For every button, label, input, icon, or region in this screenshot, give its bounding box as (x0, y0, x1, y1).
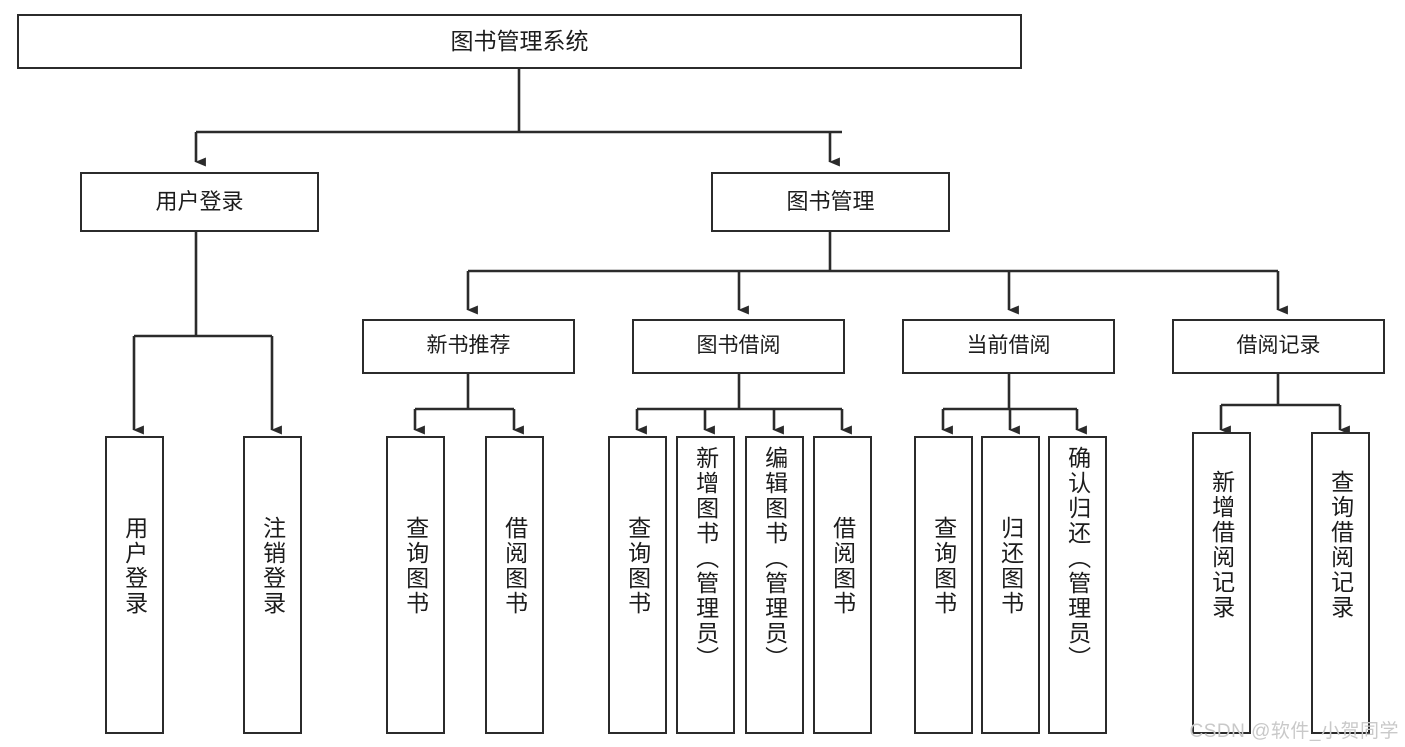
node-leaf-query-book-1[interactable]: 查询图书 (386, 436, 445, 734)
node-book-borrow-label: 图书借阅 (696, 334, 781, 358)
node-user-login[interactable]: 用户登录 (80, 172, 319, 232)
node-current-borrow-label: 当前借阅 (966, 334, 1051, 358)
node-book-management-label: 图书管理 (786, 189, 875, 215)
node-leaf-return-book[interactable]: 归还图书 (981, 436, 1040, 734)
node-leaf-user-login-label: 用户登录 (121, 516, 148, 616)
node-new-book-recommend[interactable]: 新书推荐 (362, 319, 575, 374)
node-leaf-query-book-3[interactable]: 查询图书 (914, 436, 973, 734)
node-leaf-query-book-2-label: 查询图书 (624, 516, 651, 616)
node-leaf-add-book-admin[interactable]: 新增图书（管理员） (676, 436, 735, 734)
node-leaf-add-borrow-record[interactable]: 新增借阅记录 (1192, 432, 1251, 734)
watermark: CSDN @软件_小贺同学 (1189, 721, 1399, 742)
node-borrow-record[interactable]: 借阅记录 (1172, 319, 1385, 374)
node-leaf-borrow-book-2-label: 借阅图书 (829, 516, 856, 616)
node-root-label: 图书管理系统 (450, 27, 589, 54)
node-current-borrow[interactable]: 当前借阅 (902, 319, 1115, 374)
node-borrow-record-label: 借阅记录 (1236, 334, 1321, 358)
node-leaf-logout-login-label: 注销登录 (259, 516, 286, 616)
node-leaf-query-borrow-record-label: 查询借阅记录 (1327, 470, 1354, 620)
node-leaf-confirm-return-admin-label: 确认归还（管理员） (1064, 446, 1091, 671)
node-leaf-confirm-return-admin[interactable]: 确认归还（管理员） (1048, 436, 1107, 734)
node-book-borrow[interactable]: 图书借阅 (632, 319, 845, 374)
node-leaf-query-borrow-record[interactable]: 查询借阅记录 (1311, 432, 1370, 734)
node-book-management[interactable]: 图书管理 (711, 172, 950, 232)
node-leaf-edit-book-admin[interactable]: 编辑图书（管理员） (745, 436, 804, 734)
node-new-book-recommend-label: 新书推荐 (426, 334, 511, 358)
node-leaf-return-book-label: 归还图书 (997, 516, 1024, 616)
node-root[interactable]: 图书管理系统 (17, 14, 1022, 69)
node-leaf-borrow-book-1[interactable]: 借阅图书 (485, 436, 544, 734)
node-leaf-query-book-1-label: 查询图书 (402, 516, 429, 616)
node-leaf-add-book-admin-label: 新增图书（管理员） (692, 446, 719, 671)
node-leaf-logout-login[interactable]: 注销登录 (243, 436, 302, 734)
node-leaf-add-borrow-record-label: 新增借阅记录 (1208, 470, 1235, 620)
node-leaf-query-book-3-label: 查询图书 (930, 516, 957, 616)
node-leaf-borrow-book-2[interactable]: 借阅图书 (813, 436, 872, 734)
node-leaf-edit-book-admin-label: 编辑图书（管理员） (761, 446, 788, 671)
node-leaf-user-login[interactable]: 用户登录 (105, 436, 164, 734)
node-leaf-query-book-2[interactable]: 查询图书 (608, 436, 667, 734)
node-leaf-borrow-book-1-label: 借阅图书 (501, 516, 528, 616)
node-user-login-label: 用户登录 (155, 189, 244, 215)
